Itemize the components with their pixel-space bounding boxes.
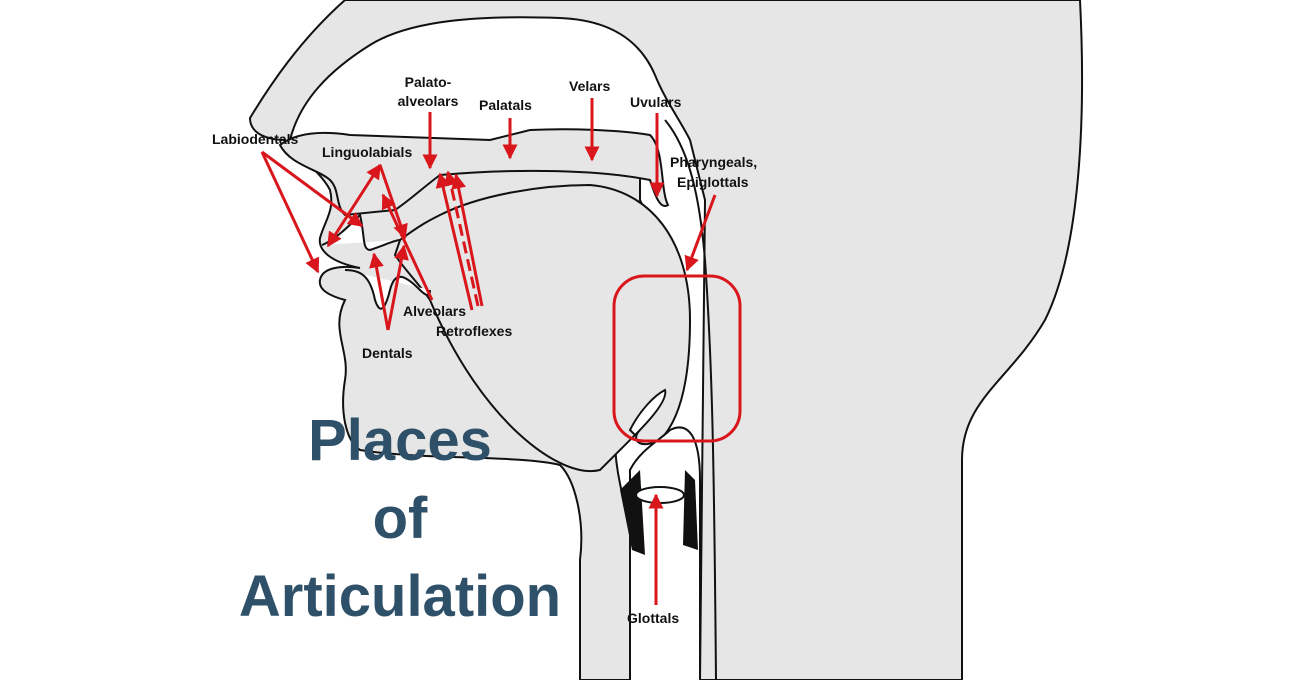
- glottis: [635, 486, 685, 504]
- arrows: [260, 98, 717, 605]
- arrow-labiodental-1: [260, 151, 320, 274]
- larynx: [629, 426, 701, 680]
- label-alveolars-2: alveolars: [398, 93, 459, 109]
- label-glottals: Glottals: [627, 610, 679, 626]
- epiglottis: [628, 388, 667, 437]
- lower-lip-teeth: [344, 269, 431, 310]
- arrow-retroflex-2: [443, 170, 480, 307]
- pharyngeal-region-box: [612, 274, 742, 443]
- label-retroflexes: Retroflexes: [436, 323, 512, 339]
- label-dentals: Dentals: [362, 345, 413, 361]
- label-palato: Palato-: [405, 74, 452, 90]
- label-linguolabials: Linguolabials: [322, 144, 412, 160]
- label-uvulars: Uvulars: [630, 94, 682, 110]
- title-line-1: Places: [308, 408, 492, 473]
- tongue: [393, 183, 692, 473]
- vocal-fold-right: [683, 470, 698, 550]
- arrow-pharyngeal: [684, 194, 717, 272]
- arrow-retroflex-1: [435, 172, 474, 311]
- label-velars: Velars: [569, 78, 610, 94]
- arrow-retroflex-3: [451, 173, 484, 307]
- label-alveolars: Alveolars: [403, 303, 466, 319]
- label-palatals: Palatals: [479, 97, 532, 113]
- label-pharyngeals: Pharyngeals,: [670, 154, 757, 170]
- title-line-3: Articulation: [238, 564, 562, 629]
- label-epiglottals: Epiglottals: [677, 174, 749, 190]
- title-line-2: of: [372, 486, 428, 551]
- arrow-linguolabial: [326, 163, 382, 248]
- pharynx-wall: [664, 119, 717, 680]
- arrow-alveolar: [381, 193, 434, 301]
- arrow-dental-1: [369, 252, 390, 331]
- diagram-title: Places of Articulation: [200, 402, 600, 636]
- arrow-dental-2: [386, 244, 409, 331]
- label-labiodentals: Labiodentals: [212, 131, 299, 147]
